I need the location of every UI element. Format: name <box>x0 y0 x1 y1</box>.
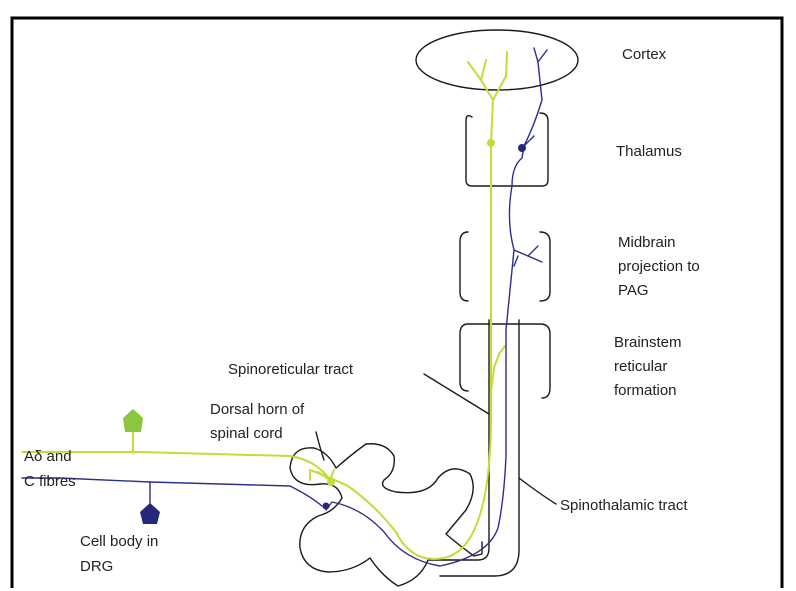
label-cell-body-line-2: DRG <box>80 558 113 575</box>
brain-region-outlines <box>416 30 578 398</box>
dorsal-horn-leader-line <box>316 432 324 460</box>
spinal-cord-right-edge <box>440 320 519 576</box>
label-midbrain: Midbrain projection to PAG <box>618 234 704 299</box>
green-dorsal-horn-neuron <box>327 478 335 486</box>
label-dorsal-horn: Dorsal horn of spinal cord <box>210 401 308 442</box>
label-fibres-line-1: Aδ and <box>24 448 72 465</box>
label-brainstem-line-3: formation <box>614 382 677 399</box>
blue-thalamic-branches <box>512 136 534 186</box>
blue-cortex-dendrites <box>524 48 547 146</box>
green-thalamic-neuron <box>487 139 495 147</box>
spinothalamic-leader-line <box>519 478 556 504</box>
label-thalamus: Thalamus <box>616 143 682 160</box>
label-spinoreticular-tract: Spinoreticular tract <box>228 361 354 378</box>
thalamus-outline <box>466 113 548 186</box>
green-brainstem-branch <box>491 346 505 392</box>
blue-midbrain-branches <box>514 246 542 266</box>
label-cell-body: Cell body in DRG <box>80 533 163 575</box>
blue-drg-cell-body <box>140 503 160 524</box>
label-brainstem: Brainstem reticular formation <box>614 334 686 399</box>
label-fibres-line-2: C fibres <box>24 473 76 490</box>
label-brainstem-line-1: Brainstem <box>614 334 682 351</box>
spinoreticular-leader-line <box>424 374 489 414</box>
midbrain-outline <box>460 232 550 301</box>
blue-thalamic-neuron <box>518 144 526 152</box>
label-dorsal-horn-line-2: spinal cord <box>210 425 283 442</box>
green-axon-ascending <box>310 143 491 559</box>
cortex-outline <box>416 30 578 90</box>
label-midbrain-line-1: Midbrain <box>618 234 676 251</box>
label-dorsal-horn-line-1: Dorsal horn of <box>210 401 305 418</box>
label-brainstem-line-2: reticular <box>614 358 667 375</box>
spinal-cord-outline <box>290 320 489 586</box>
label-fibres: Aδ and C fibres <box>24 448 76 490</box>
label-cortex: Cortex <box>622 46 667 63</box>
blue-axon-ascending <box>326 186 514 566</box>
label-midbrain-line-3: PAG <box>618 282 649 299</box>
blue-dorsal-horn-neuron <box>323 503 330 510</box>
label-cell-body-line-1: Cell body in <box>80 533 158 550</box>
blue-pathway <box>22 48 547 566</box>
brainstem-outline <box>460 324 550 398</box>
green-cortex-dendrites <box>468 52 507 143</box>
label-midbrain-line-2: projection to <box>618 258 700 275</box>
label-spinothalamic-tract: Spinothalamic tract <box>560 497 688 514</box>
green-drg-cell-body <box>123 409 143 432</box>
